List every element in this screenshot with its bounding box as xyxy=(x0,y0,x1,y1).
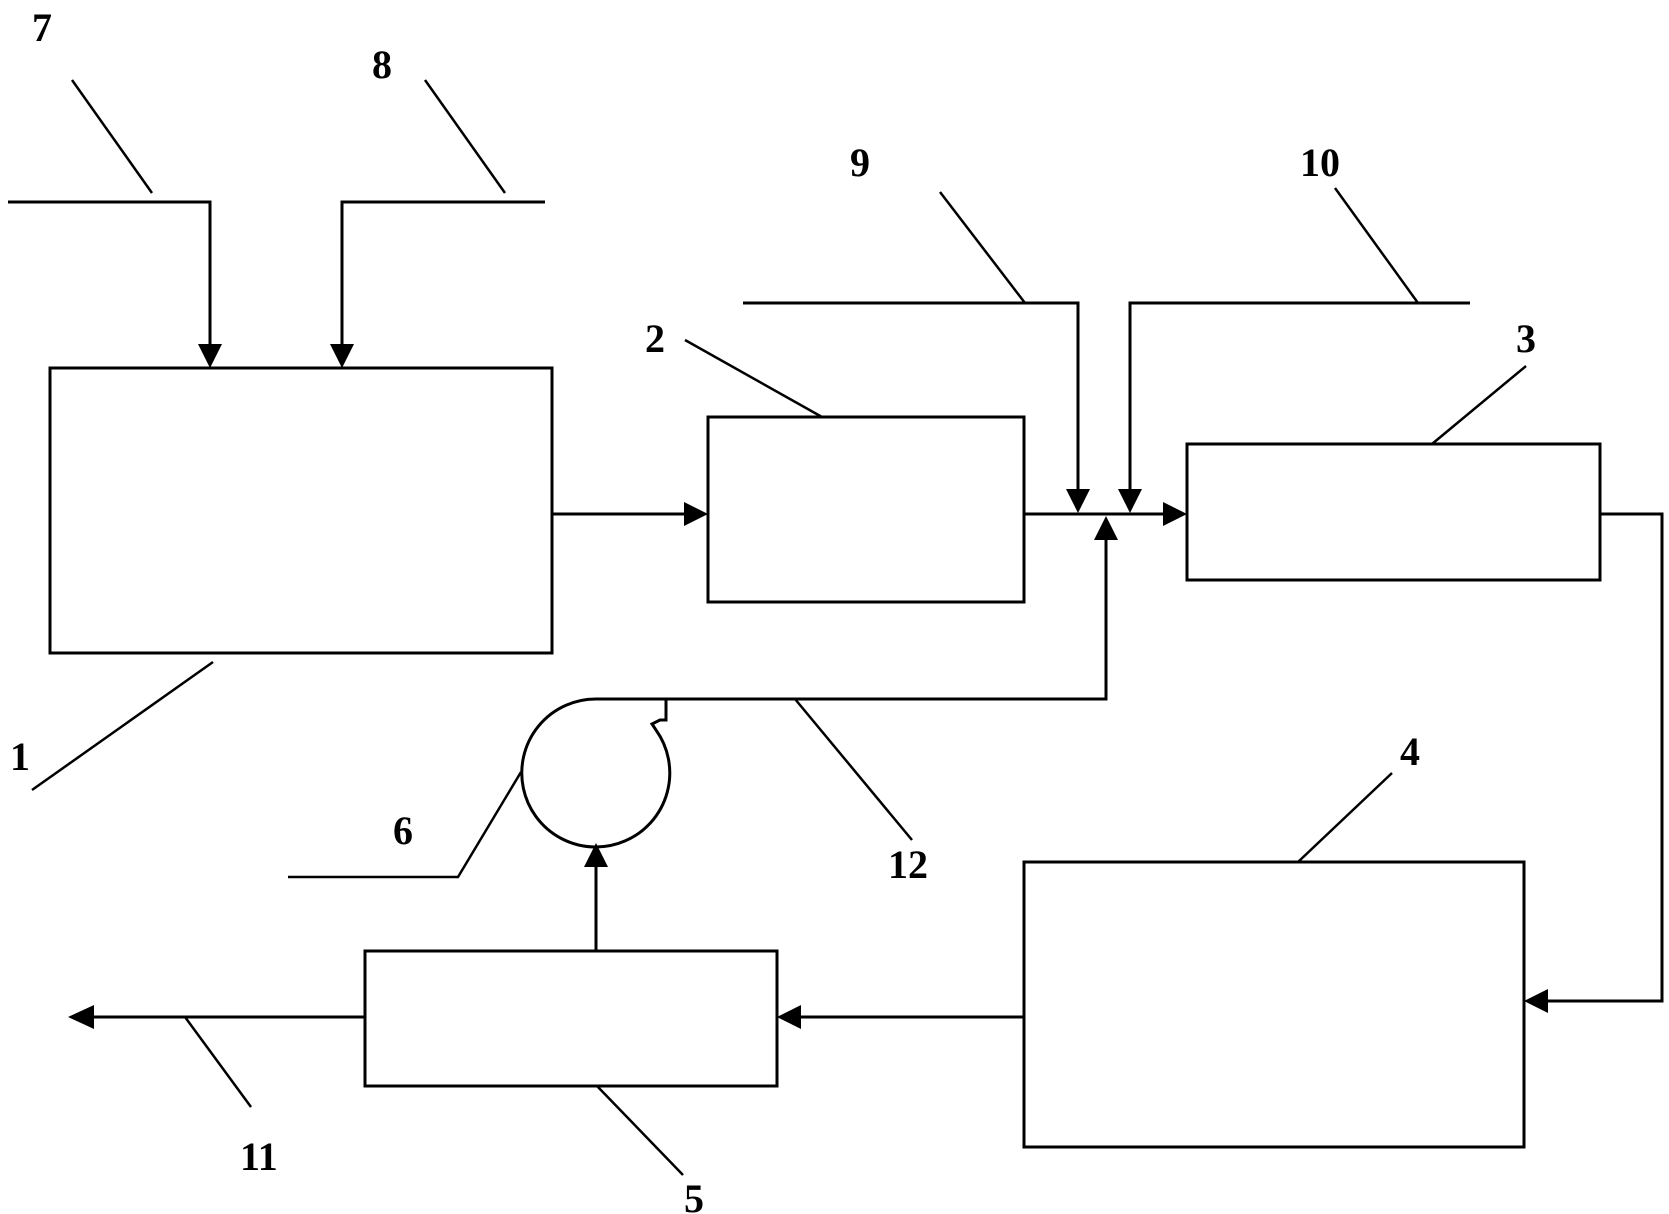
label-5: 5 xyxy=(684,1176,704,1214)
block-3 xyxy=(1185,442,1602,582)
label-3: 3 xyxy=(1516,316,1536,361)
label-9: 9 xyxy=(850,140,870,185)
stream-9-arrowhead xyxy=(1066,489,1090,513)
stream-8-arrowhead xyxy=(330,344,354,368)
leader-1 xyxy=(31,660,214,792)
leader-5 xyxy=(596,1085,684,1176)
flow-3-to-4-line xyxy=(1546,512,1664,1003)
leader-2 xyxy=(684,338,823,419)
leader-8 xyxy=(423,79,507,194)
flow-4-to-5-arrowhead xyxy=(777,1005,801,1029)
stream-10-line xyxy=(1128,301,1470,491)
leader-6 xyxy=(288,771,523,879)
label-1: 1 xyxy=(10,734,30,779)
leader-4 xyxy=(1297,772,1393,863)
label-4: 4 xyxy=(1400,729,1420,774)
flow-1-to-2-arrowhead xyxy=(684,502,708,526)
stream-12-arrowhead xyxy=(1094,516,1118,540)
block-2 xyxy=(706,415,1026,604)
leader-11 xyxy=(183,1016,253,1108)
label-8: 8 xyxy=(372,42,392,87)
block-1 xyxy=(48,366,554,655)
stream-10-arrowhead xyxy=(1118,489,1142,513)
leader-3 xyxy=(1431,365,1527,445)
stream-9-line xyxy=(743,301,1080,491)
label-11: 11 xyxy=(240,1134,278,1179)
label-12: 12 xyxy=(888,842,928,887)
leader-9 xyxy=(939,191,1026,304)
label-6: 6 xyxy=(393,808,413,853)
flow-3-to-4-arrowhead xyxy=(1524,989,1548,1013)
stream-12-line xyxy=(666,538,1108,701)
block-5 xyxy=(363,949,779,1088)
leader-7 xyxy=(70,79,154,194)
flow-2-to-3-arrowhead xyxy=(1163,502,1187,526)
leader-10 xyxy=(1333,187,1420,304)
label-7: 7 xyxy=(32,5,52,50)
circulation-pump-icon xyxy=(520,697,672,849)
label-2: 2 xyxy=(645,316,665,361)
stream-7-arrowhead xyxy=(198,344,222,368)
label-10: 10 xyxy=(1300,140,1340,185)
block-4 xyxy=(1022,860,1526,1149)
stream-11-arrowhead xyxy=(68,1005,94,1029)
stream-7-line xyxy=(8,200,212,346)
leader-12 xyxy=(794,698,913,841)
stream-8-line xyxy=(340,200,545,346)
flow-5-to-6-arrowhead xyxy=(584,843,608,867)
